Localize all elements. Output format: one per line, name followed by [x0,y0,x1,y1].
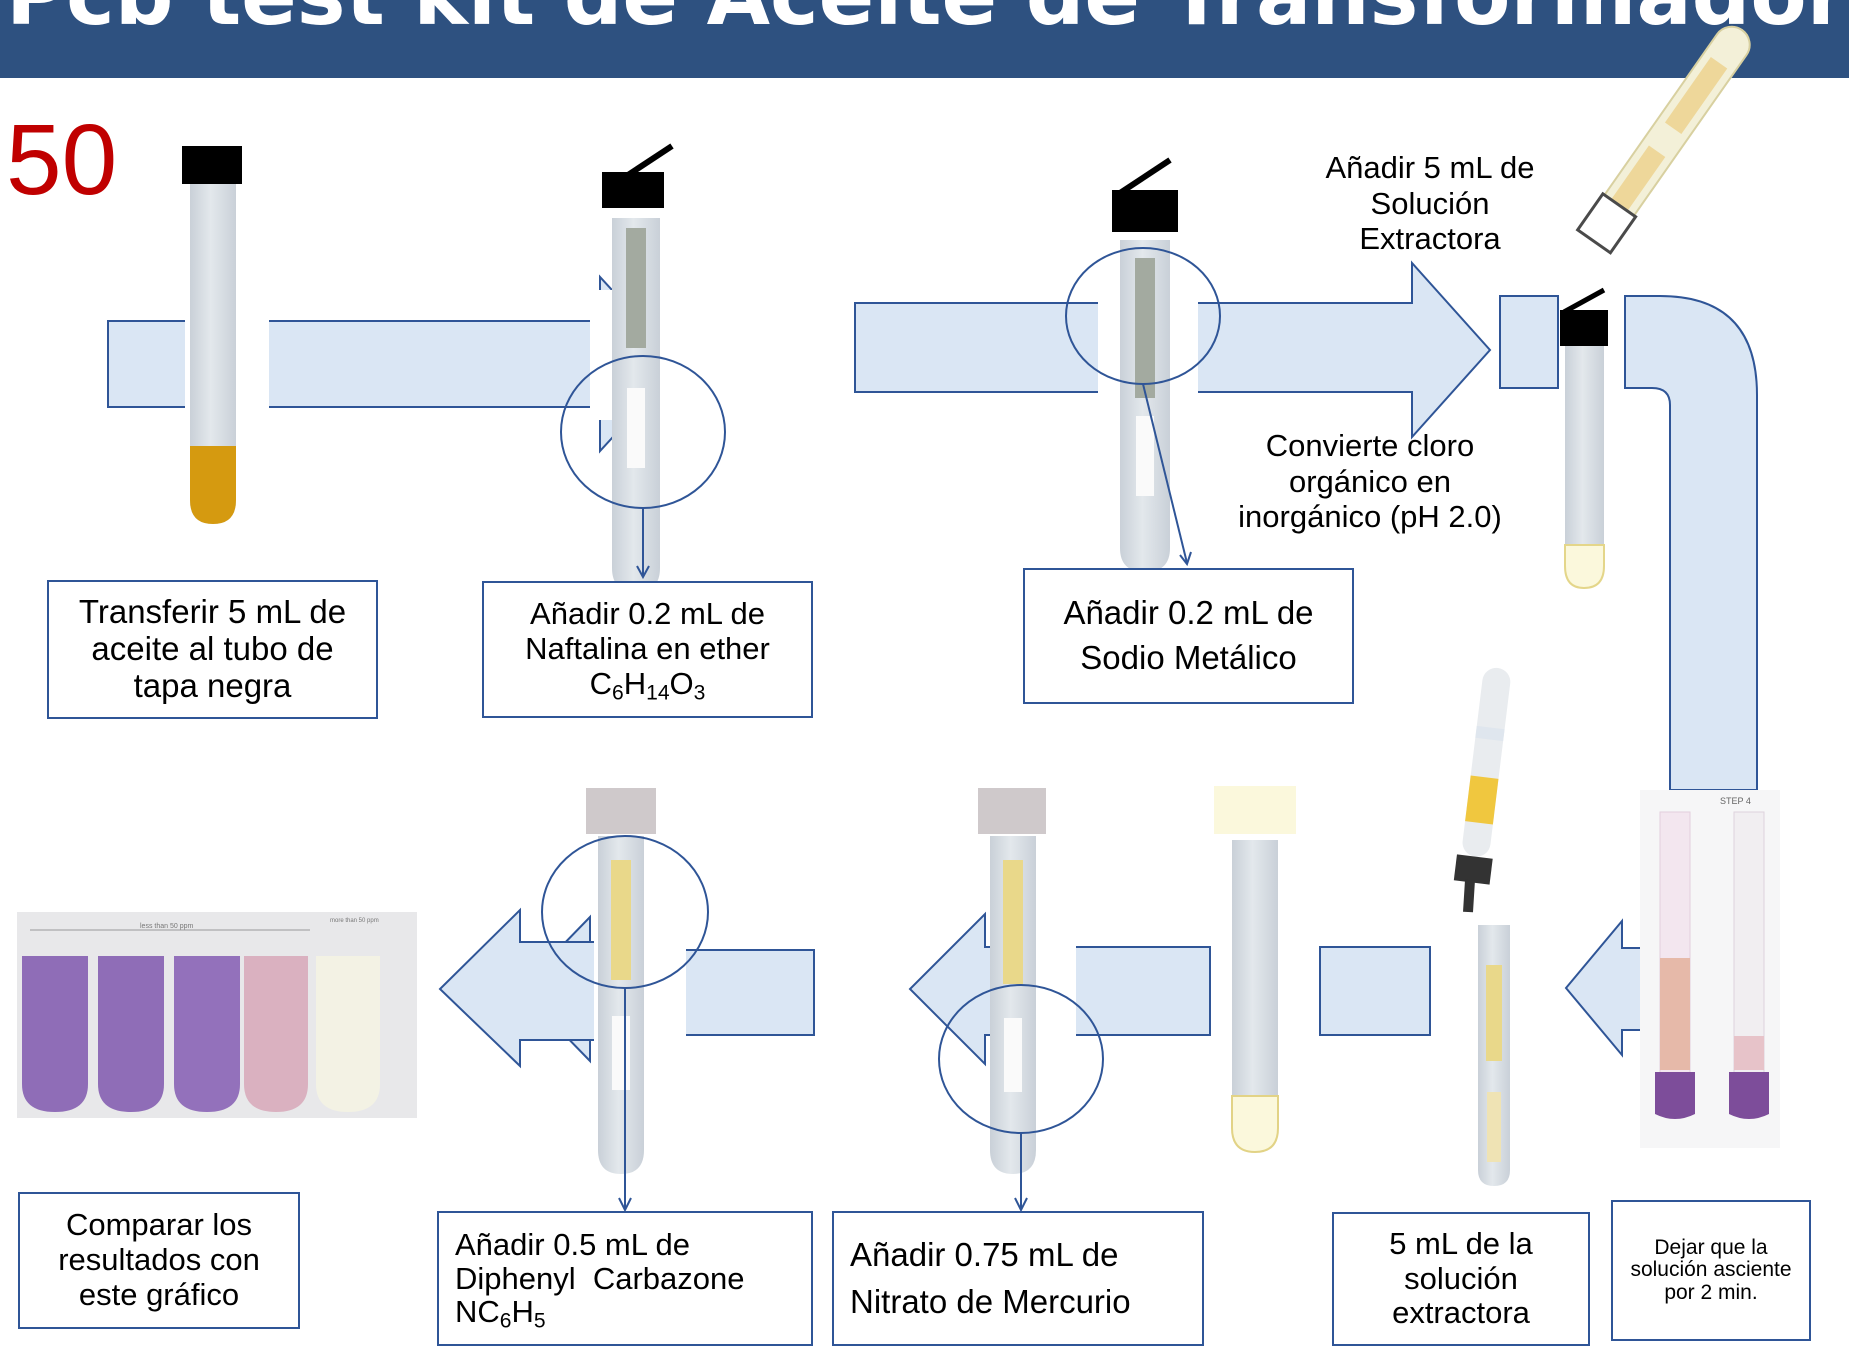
step1-line1: Transferir 5 mL de [78,593,347,631]
step5-line1: Dejar que la [1654,1236,1768,1260]
step8-formula: NC6H5 [455,1294,546,1333]
step5-line2: solución asciente [1630,1258,1792,1282]
chart-side-label: more than 50 ppm [330,918,379,924]
grey-cap [978,788,1046,834]
black-cap [602,172,664,208]
step6-line2: solución [1404,1260,1518,1296]
step9-line2: resultados con [58,1242,260,1278]
slide-number: 50 [6,104,118,216]
step2-line1: Añadir 0.2 mL de [530,596,765,632]
chart-header-label: less than 50 ppm [140,923,193,930]
step8-line2: Diphenyl Carbazone [455,1260,745,1296]
test-tube-sodium [1112,157,1178,572]
highlight-circle-3 [541,835,709,1213]
step3-box: Añadir 0.2 mL de Sodio Metálico [1023,568,1354,704]
step6-line3: extractora [1392,1295,1530,1331]
step9-line3: este gráfico [78,1276,240,1312]
step2-formula: C6H14O3 [589,665,706,705]
step9-line1: Comparar los [65,1207,253,1243]
step6-line1: 5 mL de la [1389,1225,1533,1261]
arrow-4 [908,911,1431,1067]
highlight-circle-2 [1065,247,1221,567]
step4-photo: STEP 4 [1640,790,1780,1148]
step3-line2: Sodio Metálico [1080,639,1297,676]
highlight-circle-1 [560,355,726,580]
test-tube-oil [182,146,242,524]
step1-box: Transferir 5 mL de aceite al tubo de tap… [47,580,378,719]
step7-line2: Nitrato de Mercurio [850,1282,1131,1320]
test-tube-cream-cap [1214,786,1296,1154]
step8-box: Añadir 0.5 mL de Diphenyl Carbazone NC6H… [437,1211,813,1346]
step2-box: Añadir 0.2 mL de Naftalina en ether C6H1… [482,581,813,718]
black-cap [1560,310,1608,346]
filter-tube [1453,667,1511,1186]
step9-box: Comparar los resultados con este gráfico [18,1192,300,1329]
cream-cap [1214,786,1296,834]
step7-box: Añadir 0.75 mL de Nitrato de Mercurio [832,1211,1204,1346]
title-bar: Pcb test kit de Aceite de Transformador [0,0,1849,78]
step8-line1: Añadir 0.5 mL de [455,1227,690,1263]
test-tube-extraction [1560,287,1608,590]
step5-box: Dejar que la solución asciente por 2 min… [1611,1200,1811,1341]
step1-line3: tapa negra [133,666,292,704]
step4-note: Convierte cloro orgánico en inorgánico (… [1238,428,1502,535]
grey-cap [586,788,656,834]
ampoule [1575,25,1751,255]
step2-line2: Naftalina en ether [525,631,770,667]
step5-line3: por 2 min. [1664,1280,1758,1304]
comparison-chart-photo: less than 50 ppm more than 50 ppm [17,912,417,1118]
step4-photo-label: STEP 4 [1720,796,1751,806]
test-tube-naphthalene [602,143,674,592]
black-cap [182,146,242,184]
step4-label: Añadir 5 mL de Solución Extractora [1325,150,1535,257]
step6-box: 5 mL de la solución extractora [1332,1212,1590,1346]
highlight-circle-4 [938,984,1104,1213]
step1-line2: aceite al tubo de [91,630,334,668]
test-tube-mercury [978,788,1046,1174]
step3-line1: Añadir 0.2 mL de [1063,594,1314,632]
slide-title: Pcb test kit de Aceite de Transformador [6,0,1847,38]
elbow-arrow [1499,295,1758,791]
step7-line1: Añadir 0.75 mL de [850,1236,1119,1274]
black-cap [1112,190,1178,232]
